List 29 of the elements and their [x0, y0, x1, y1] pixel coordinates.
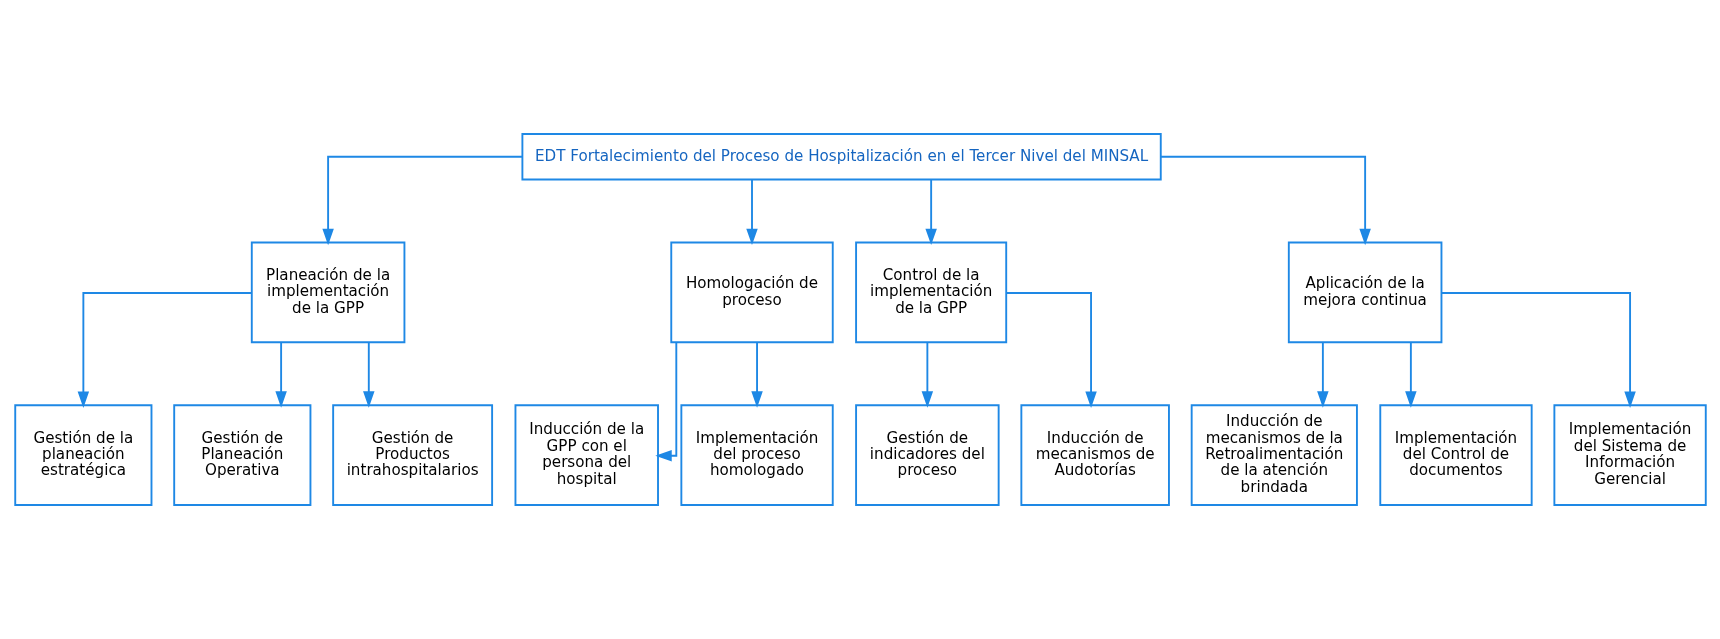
arrow [1004, 292, 1097, 408]
arrow [654, 341, 677, 462]
node-box: Inducción de mecanismos de Audotorías [1019, 404, 1170, 506]
arrow [745, 178, 758, 246]
arrow [1316, 341, 1329, 408]
arrow [1404, 341, 1417, 408]
node-box: Gestión de la planeación estratégica [13, 404, 152, 506]
node-box: Inducción de mecanismos de la Retroalimentación de la atención brindada [1190, 404, 1358, 506]
arrow [1440, 292, 1636, 408]
arrow [77, 292, 253, 408]
arrow [1159, 155, 1371, 246]
node-box: Homologación de proceso [669, 241, 834, 344]
arrow [362, 341, 375, 408]
node-box: Implementación del Sistema de Información Gerencial [1552, 404, 1707, 506]
node-box: Control de la implementación de la GPP [854, 241, 1007, 344]
node-box: Gestión de indicadores del proceso [854, 404, 1000, 506]
node-box: Implementación del Control de documentos [1378, 404, 1533, 506]
node-box: Gestión de Planeación Operativa [172, 404, 311, 506]
node-box: Inducción de la GPP con el persona del hospital [514, 404, 659, 506]
arrow [274, 341, 287, 408]
arrow [924, 178, 937, 246]
node-box: Implementación del proceso homologado [679, 404, 834, 506]
node-box: Aplicación de la mejora continua [1287, 241, 1442, 344]
arrow [750, 341, 763, 408]
node-box: Gestión de Productos intrahospitalarios [331, 404, 493, 506]
node-box: EDT Fortalecimiento del Proceso de Hospitalización en el Tercer Nivel del MINSAL [520, 133, 1162, 181]
arrow [321, 155, 523, 246]
node-box: Planeación de la implementación de la GPP [250, 241, 405, 344]
arrow [921, 341, 933, 408]
